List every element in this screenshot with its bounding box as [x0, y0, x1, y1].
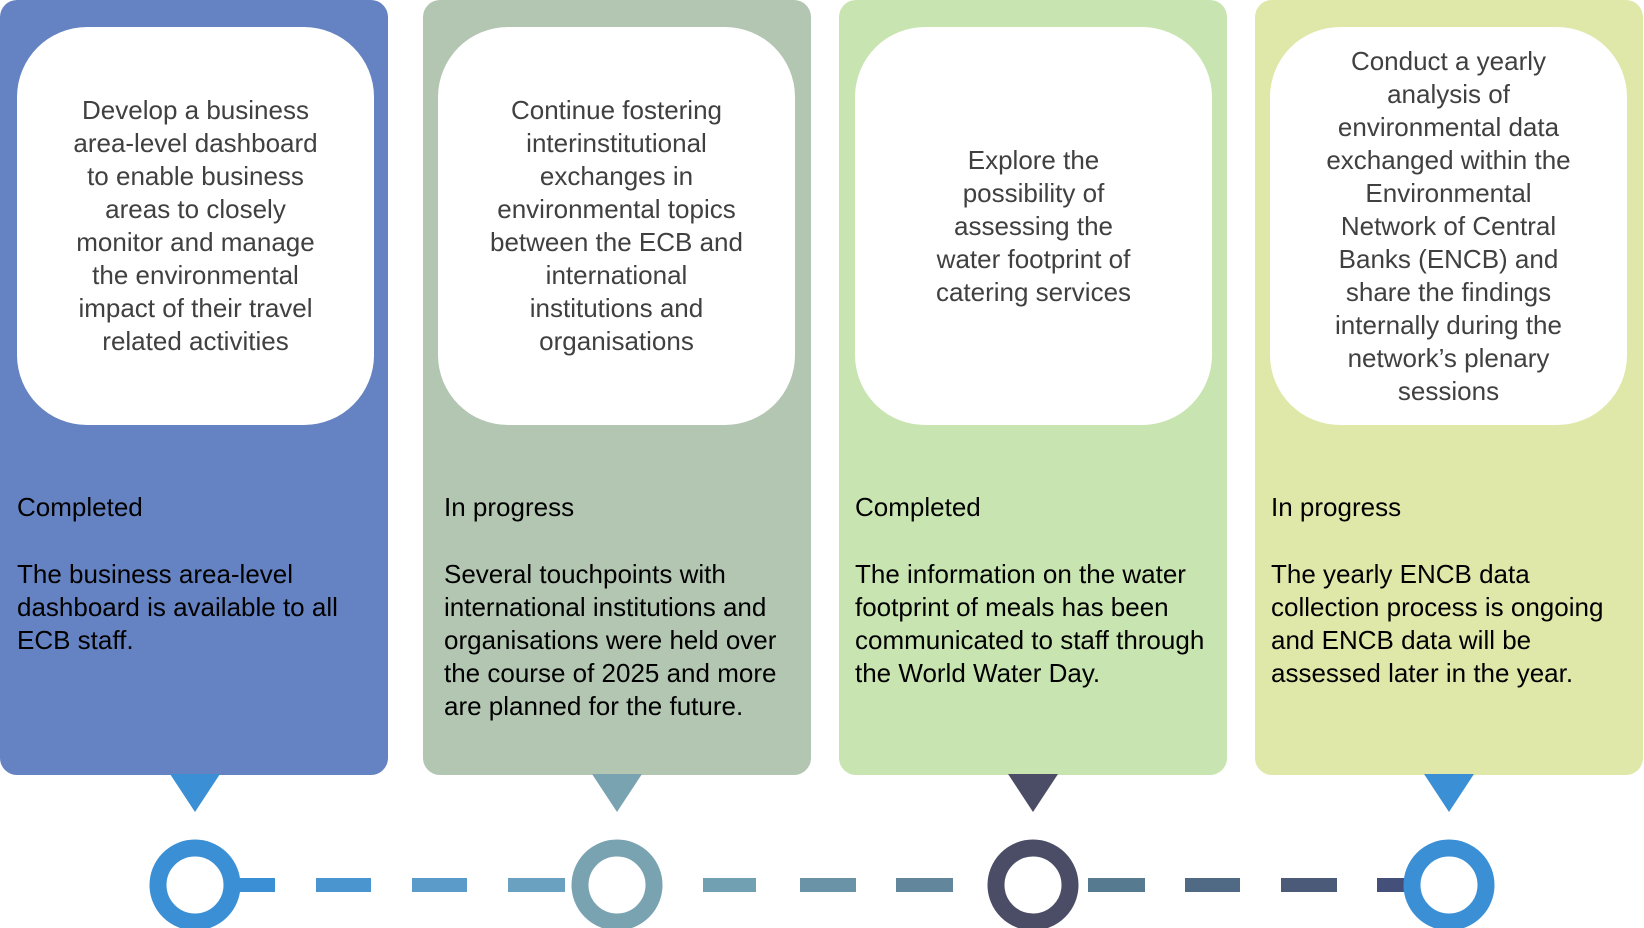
action-text-2: Continue fostering interinstitutional ex… [490, 95, 743, 356]
status-description-2: Several touchpoints with international i… [444, 559, 777, 721]
pointer-triangle-3 [1008, 774, 1058, 812]
milestone-card-3: Explore the possibility of assessing the… [839, 0, 1227, 775]
status-description-1: The business area-level dashboard is ava… [17, 559, 338, 655]
action-bubble-4: Conduct a yearly analysis of environment… [1270, 27, 1627, 425]
milestone-card-2: Continue fostering interinstitutional ex… [423, 0, 811, 775]
action-bubble-2: Continue fostering interinstitutional ex… [438, 27, 795, 425]
timeline-ring-1 [149, 839, 241, 928]
milestone-card-1: Develop a business area-level dashboard … [0, 0, 388, 775]
pointer-triangle-2 [592, 774, 642, 812]
pointer-triangle-4 [1424, 774, 1474, 812]
action-bubble-3: Explore the possibility of assessing the… [855, 27, 1212, 425]
timeline-ring-2 [571, 839, 663, 928]
status-description-3: The information on the water footprint o… [855, 559, 1205, 688]
action-text-1: Develop a business area-level dashboard … [73, 95, 318, 356]
timeline-ring-4 [1403, 839, 1495, 928]
timeline [149, 774, 1495, 928]
status-label-1: Completed [17, 492, 143, 522]
status-label-2: In progress [444, 492, 575, 522]
timeline-ring-3 [987, 839, 1079, 928]
status-label-3: Completed [855, 492, 981, 522]
status-description-4: The yearly ENCB data collection process … [1271, 559, 1604, 688]
action-text-4: Conduct a yearly analysis of environment… [1326, 45, 1571, 406]
pointer-triangle-1 [170, 774, 220, 812]
action-bubble-1: Develop a business area-level dashboard … [17, 27, 374, 425]
status-label-4: In progress [1271, 492, 1402, 522]
action-text-3: Explore the possibility of assessing the… [935, 144, 1132, 307]
milestone-card-4: Conduct a yearly analysis of environment… [1255, 0, 1643, 775]
